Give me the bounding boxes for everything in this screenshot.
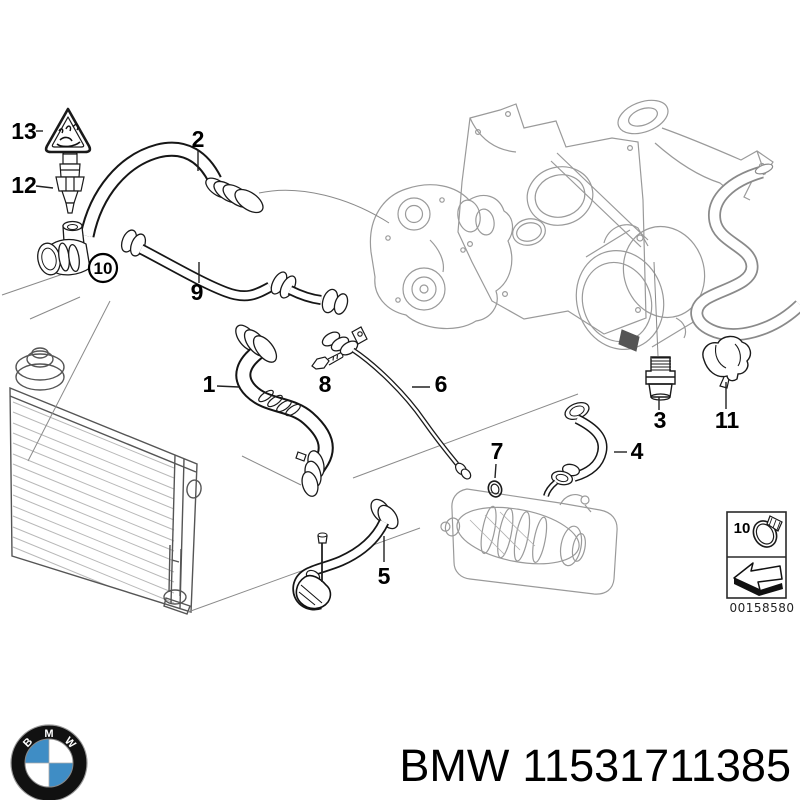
water-pump-drawing — [369, 184, 514, 330]
image-code: 00158580 — [729, 601, 794, 615]
callout-label-9: 9 — [191, 279, 204, 305]
radiator-drawing — [9, 347, 202, 615]
o-ring-drawing — [487, 480, 503, 498]
bmw-logo: B M W — [10, 724, 88, 800]
callout-label-12: 12 — [11, 172, 37, 198]
heater-hose-drawing — [690, 163, 800, 342]
brand-name: BMW — [399, 740, 510, 791]
part-number: 11531711385 — [522, 740, 791, 791]
assembly-leader-lines — [1, 189, 659, 613]
callout-labels: 13 12 2 9 1 8 6 7 4 3 11 5 10 — [11, 118, 739, 589]
callout-label-5: 5 — [378, 563, 391, 589]
hose-2-drawing — [79, 141, 264, 238]
engine-context-art — [369, 99, 800, 595]
callout-label-3: 3 — [654, 407, 667, 433]
radiator-lower-fitting — [163, 544, 191, 615]
bmw-logo-quadrant-br — [49, 763, 73, 787]
callout-label-10-circled: 10 — [87, 252, 119, 284]
callout-label-10: 10 — [94, 259, 113, 278]
callout-label-2: 2 — [192, 126, 205, 152]
callout-label-11: 11 — [715, 407, 740, 433]
fitting-drawing — [645, 356, 676, 401]
vent-hose-drawing — [543, 401, 608, 497]
callout-label-13: 13 — [11, 118, 37, 144]
throttle-body-drawing — [575, 224, 706, 352]
callout-label-6: 6 — [435, 371, 448, 397]
callout-label-7: 7 — [491, 438, 504, 464]
bolt-drawing — [311, 351, 344, 370]
hose-clamp-icon — [752, 515, 783, 548]
aux-pump-drawing — [440, 488, 618, 595]
temperature-sensor-drawing — [55, 150, 85, 214]
clamp-bracket-drawing — [702, 335, 752, 389]
callout-label-8: 8 — [319, 371, 332, 397]
hose-9-drawing — [120, 229, 349, 315]
expansion-cap — [15, 347, 65, 391]
radiator-fins — [12, 401, 175, 612]
legend-ref-number: 10 — [734, 520, 751, 537]
callout-label-4: 4 — [631, 438, 644, 464]
hot-surface-warning-icon — [44, 107, 92, 154]
callout-label-1: 1 — [203, 371, 216, 397]
timing-cover-drawing — [457, 103, 649, 335]
callout-leader-lines — [35, 130, 727, 562]
support-bracket-drawing — [617, 99, 774, 201]
bmw-logo-letter-m: M — [44, 728, 53, 740]
vent-pipe-drawing — [321, 326, 472, 480]
hose-5-drawing — [292, 498, 399, 611]
direction-arrow-icon — [733, 562, 783, 596]
hose-1-drawing — [235, 324, 334, 497]
hose-t-connector-drawing — [37, 220, 91, 276]
legend-box: 10 — [726, 511, 787, 599]
bmw-logo-quadrant-tl — [25, 739, 49, 763]
